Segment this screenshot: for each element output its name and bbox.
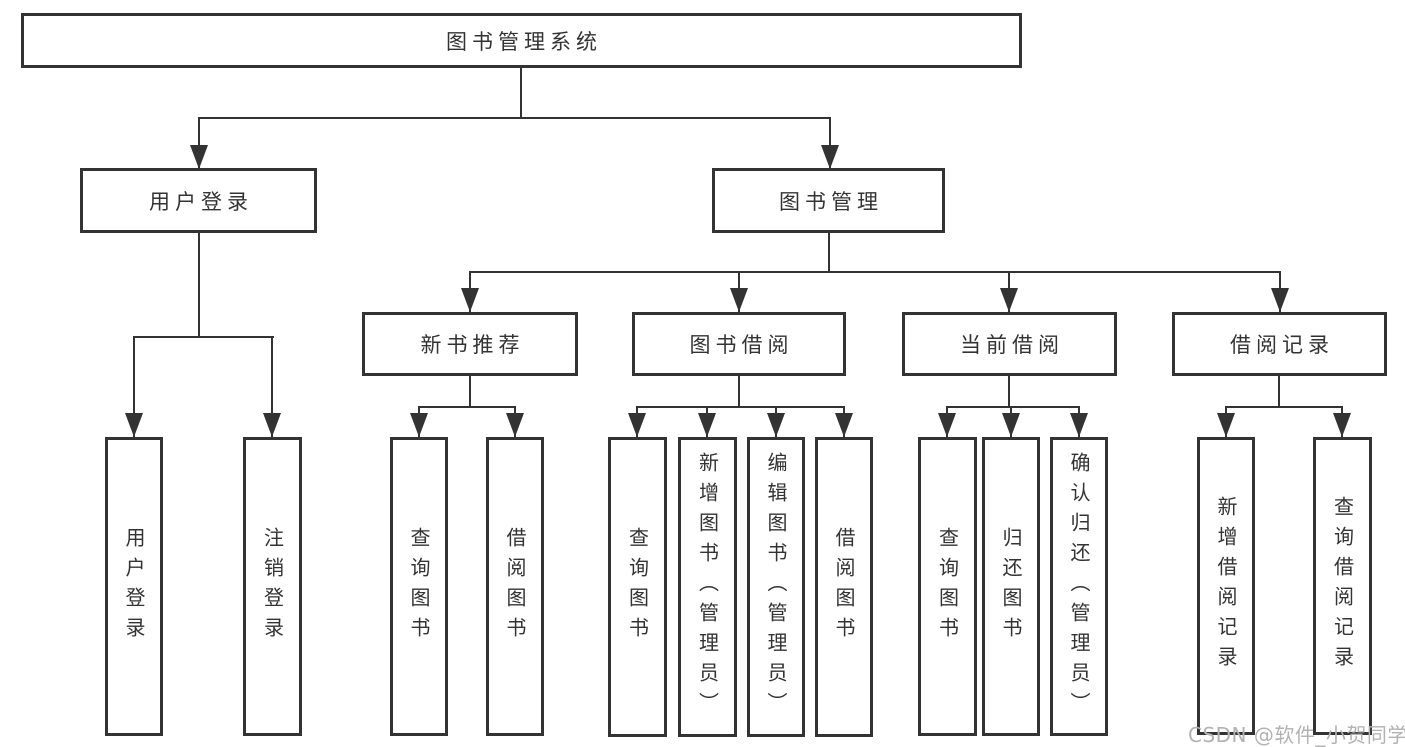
leaf-br-add-record: 新增借阅记录: [1197, 437, 1255, 735]
arrow-down-icon: [1070, 413, 1088, 437]
node-library-system: 图书管理系统: [21, 13, 1022, 68]
leaf-logout-login: 注销登录: [243, 437, 302, 736]
leaf-br-add-record-label: 新增借阅记录: [1214, 496, 1238, 676]
connector-line-v: [198, 117, 200, 169]
leaf-nbr-borrow-books-label: 借阅图书: [503, 526, 527, 647]
node-book-borrowing-label: 图书借阅: [689, 333, 794, 357]
arrow-down-icon: [1333, 413, 1351, 437]
connector-line-v: [271, 336, 273, 437]
node-new-book-recommendation: 新书推荐: [362, 312, 578, 376]
connector-line-v: [1278, 376, 1280, 406]
leaf-user-login-label: 用户登录: [122, 526, 146, 647]
leaf-cb-query-books: 查询图书: [918, 437, 977, 736]
leaf-logout-login-label: 注销登录: [260, 526, 285, 647]
connector-line-v: [198, 233, 200, 338]
leaf-bb-add-book-admin-label: 新增图书（管理员）: [695, 452, 720, 722]
arrow-down-icon: [1000, 288, 1018, 312]
arrow-down-icon: [698, 413, 716, 437]
node-borrowing-records: 借阅记录: [1172, 312, 1387, 376]
leaf-nbr-query-books-label: 查询图书: [407, 526, 431, 647]
arrow-down-icon: [767, 413, 785, 437]
arrow-down-icon: [506, 413, 524, 437]
connector-line-h: [469, 271, 1281, 273]
node-book-management: 图书管理: [712, 168, 945, 233]
connector-line-h: [636, 406, 845, 408]
leaf-bb-query-books: 查询图书: [608, 437, 667, 737]
connector-line-v: [828, 233, 830, 273]
arrow-down-icon: [263, 413, 281, 437]
leaf-nbr-query-books: 查询图书: [390, 437, 448, 736]
node-borrowing-records-label: 借阅记录: [1230, 333, 1334, 357]
leaf-cb-confirm-return-admin-label: 确认归还（管理员）: [1067, 451, 1091, 722]
leaf-bb-edit-book-admin: 编辑图书（管理员）: [747, 437, 805, 737]
connector-line-h: [133, 336, 274, 338]
leaf-bb-add-book-admin: 新增图书（管理员）: [678, 437, 737, 737]
connector-line-v: [738, 376, 740, 406]
leaf-cb-return-books-label: 归还图书: [999, 526, 1023, 647]
arrow-down-icon: [835, 413, 853, 437]
arrow-down-icon: [628, 413, 646, 437]
node-library-system-label: 图书管理系统: [446, 29, 602, 54]
node-book-borrowing: 图书借阅: [632, 312, 846, 376]
connector-line-h: [418, 406, 516, 408]
node-current-borrowing: 当前借阅: [902, 312, 1117, 376]
connector-line-v: [1008, 376, 1010, 406]
connector-line-h: [946, 406, 1080, 408]
node-user-login: 用户登录: [80, 168, 317, 233]
node-book-management-label: 图书管理: [779, 189, 883, 214]
arrow-down-icon: [410, 413, 428, 437]
arrow-down-icon: [821, 145, 839, 169]
leaf-bb-borrow-books-label: 借阅图书: [832, 527, 856, 647]
connector-line-v: [829, 117, 831, 169]
leaf-bb-query-books-label: 查询图书: [625, 527, 650, 647]
node-current-borrowing-label: 当前借阅: [960, 333, 1064, 357]
arrow-down-icon: [461, 288, 479, 312]
arrow-down-icon: [1271, 288, 1289, 312]
leaf-cb-return-books: 归还图书: [982, 437, 1040, 736]
arrow-down-icon: [730, 288, 748, 312]
connector-line-h: [198, 117, 831, 119]
connector-line-v: [469, 376, 471, 406]
leaf-nbr-borrow-books: 借阅图书: [486, 437, 544, 736]
arrow-down-icon: [190, 145, 208, 169]
connector-line-h: [1225, 406, 1343, 408]
leaf-bb-borrow-books: 借阅图书: [815, 437, 873, 737]
leaf-br-query-record: 查询借阅记录: [1313, 437, 1372, 735]
arrow-down-icon: [1002, 413, 1020, 437]
leaf-bb-edit-book-admin-label: 编辑图书（管理员）: [764, 452, 788, 722]
arrow-down-icon: [1217, 413, 1235, 437]
node-user-login-label: 用户登录: [149, 189, 253, 214]
connector-line-v: [133, 336, 135, 437]
leaf-cb-query-books-label: 查询图书: [935, 526, 960, 647]
watermark: CSDN @软件_小贺同学: [1188, 723, 1405, 747]
connector-line-v: [520, 68, 522, 119]
leaf-user-login: 用户登录: [105, 437, 163, 736]
node-new-book-recommendation-label: 新书推荐: [420, 333, 525, 357]
leaf-br-query-record-label: 查询借阅记录: [1330, 496, 1355, 676]
arrow-down-icon: [938, 413, 956, 437]
arrow-down-icon: [125, 413, 143, 437]
leaf-cb-confirm-return-admin: 确认归还（管理员）: [1050, 437, 1108, 736]
